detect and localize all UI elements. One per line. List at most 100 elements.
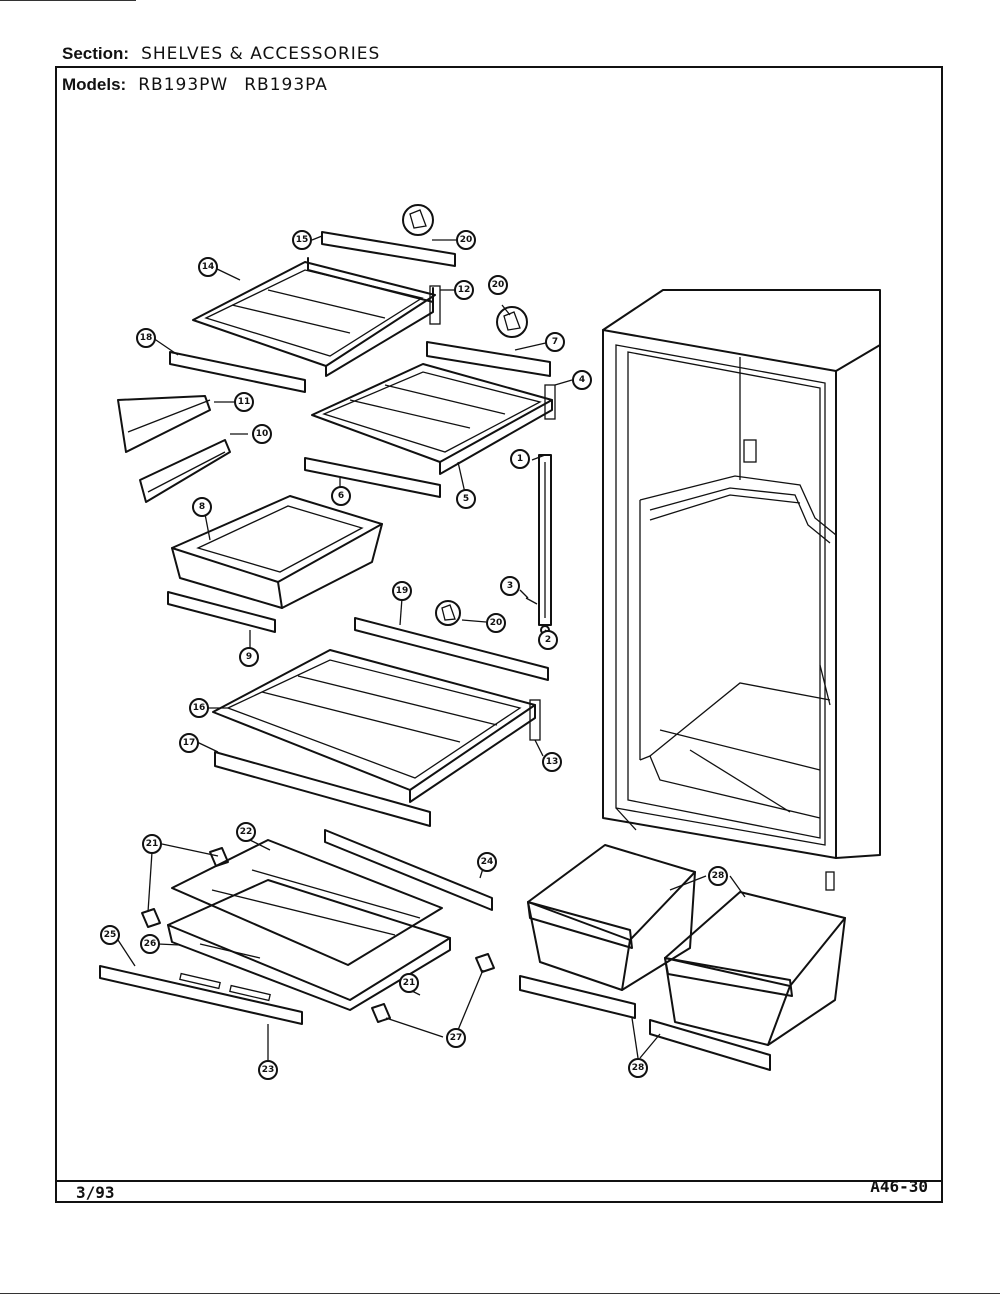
callout-4: 4 — [572, 370, 592, 390]
section-label: Section: — [62, 44, 130, 63]
callout-number: 2 — [545, 635, 551, 645]
callout-number: 14 — [202, 262, 215, 272]
callout-number: 23 — [262, 1065, 275, 1075]
callout-number: 7 — [552, 337, 558, 347]
callout-circle — [392, 581, 412, 601]
callout-circle — [510, 449, 530, 469]
callout-number: 17 — [183, 738, 196, 748]
diagram-frame — [55, 66, 943, 1203]
callout-number: 21 — [403, 978, 416, 988]
callout-number: 18 — [140, 333, 153, 343]
callout-26: 26 — [140, 934, 160, 954]
callout-circle — [456, 230, 476, 250]
callout-22: 22 — [236, 822, 256, 842]
callout-7: 7 — [545, 332, 565, 352]
callout-circle — [708, 866, 728, 886]
callout-16: 16 — [189, 698, 209, 718]
top-shelf-assembly — [117, 231, 456, 503]
callout-number: 16 — [193, 703, 206, 713]
callout-25: 25 — [100, 925, 120, 945]
callout-circle — [189, 698, 209, 718]
callout-number: 9 — [246, 652, 252, 662]
callout-circle — [399, 973, 419, 993]
callout-27: 27 — [446, 1028, 466, 1048]
top-edge-rule — [0, 0, 136, 1]
callout-circle — [252, 424, 272, 444]
callout-number: 15 — [296, 235, 309, 245]
callout-5: 5 — [456, 489, 476, 509]
callout-circle — [292, 230, 312, 250]
callout-20: 20 — [488, 275, 508, 295]
callout-circle — [258, 1060, 278, 1080]
callout-circle — [542, 752, 562, 772]
callout-20: 20 — [486, 613, 506, 633]
callout-number: 4 — [579, 375, 585, 385]
callout-circle — [198, 257, 218, 277]
model-number-2: RB193PA — [244, 75, 328, 95]
refrigerator-cabinet — [602, 289, 881, 891]
callout-number: 20 — [490, 618, 503, 628]
callout-21: 21 — [142, 834, 162, 854]
callout-circle — [136, 328, 156, 348]
footer-rule — [55, 1180, 943, 1182]
callout-circle — [488, 275, 508, 295]
callout-13: 13 — [542, 752, 562, 772]
callout-number: 21 — [146, 839, 159, 849]
models-label: Models: — [62, 75, 127, 94]
callout-circle — [538, 630, 558, 650]
callout-3: 3 — [500, 576, 520, 596]
callout-number: 24 — [481, 857, 494, 867]
models-heading: Models: RB193PW RB193PA — [62, 75, 328, 95]
callout-2: 2 — [538, 630, 558, 650]
callout-24: 24 — [477, 852, 497, 872]
large-shelf-assembly — [212, 617, 549, 827]
callout-number: 28 — [632, 1063, 645, 1073]
second-shelf-assembly — [304, 341, 556, 498]
meat-pan-assembly — [167, 495, 383, 633]
date-code: 3/93 — [76, 1183, 115, 1202]
callout-number: 25 — [104, 930, 117, 940]
callout-number: 5 — [463, 494, 469, 504]
callout-11: 11 — [234, 392, 254, 412]
callout-number: 22 — [240, 827, 253, 837]
callout-23: 23 — [258, 1060, 278, 1080]
callout-number: 27 — [450, 1033, 463, 1043]
callout-20: 20 — [456, 230, 476, 250]
crisper-drawers — [519, 844, 846, 1071]
callout-1: 1 — [510, 449, 530, 469]
callout-number: 20 — [492, 280, 505, 290]
callout-circle — [331, 486, 351, 506]
callout-circle — [545, 332, 565, 352]
callout-14: 14 — [198, 257, 218, 277]
callout-number: 11 — [238, 397, 251, 407]
callout-circle — [500, 576, 520, 596]
callout-circle — [239, 647, 259, 667]
callout-10: 10 — [252, 424, 272, 444]
callout-6: 6 — [331, 486, 351, 506]
callout-9: 9 — [239, 647, 259, 667]
callout-number: 28 — [712, 871, 725, 881]
callout-19: 19 — [392, 581, 412, 601]
callout-number: 10 — [256, 429, 269, 439]
callout-number: 26 — [144, 939, 157, 949]
callout-number: 20 — [460, 235, 473, 245]
model-number-1: RB193PW — [138, 75, 229, 95]
callout-17: 17 — [179, 733, 199, 753]
callout-circle — [192, 497, 212, 517]
callout-number: 8 — [199, 502, 205, 512]
callout-circle — [446, 1028, 466, 1048]
section-value: SHELVES & ACCESSORIES — [141, 44, 381, 64]
callout-circle — [454, 280, 474, 300]
callout-circle — [456, 489, 476, 509]
callout-21: 21 — [399, 973, 419, 993]
callout-circle — [179, 733, 199, 753]
callout-28: 28 — [628, 1058, 648, 1078]
callout-number: 1 — [517, 454, 523, 464]
crisper-cover-assembly — [99, 829, 495, 1025]
bottom-edge-rule — [0, 1293, 1000, 1294]
callout-circle — [142, 834, 162, 854]
callout-circle — [234, 392, 254, 412]
callout-28: 28 — [708, 866, 728, 886]
callout-circle — [486, 613, 506, 633]
